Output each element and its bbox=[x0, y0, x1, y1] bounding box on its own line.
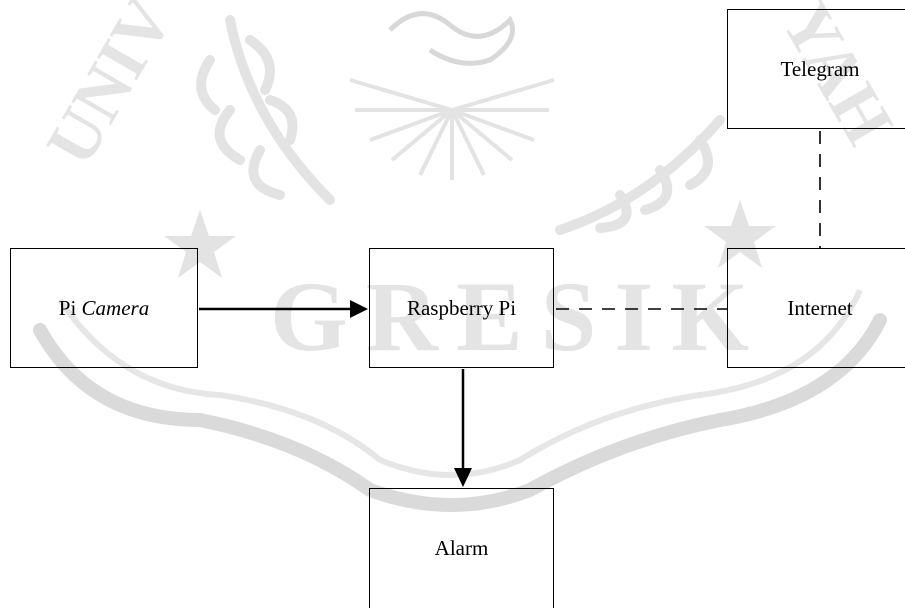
watermark-outer-arc bbox=[33, 313, 887, 512]
watermark-star-left bbox=[164, 210, 236, 278]
node-pi-camera-label: Pi Camera bbox=[59, 296, 149, 321]
node-pi-camera: Pi Camera bbox=[10, 248, 198, 368]
node-internet-label: Internet bbox=[787, 295, 853, 320]
node-telegram: Telegram bbox=[727, 9, 905, 129]
node-pi-camera-label-italic: Camera bbox=[81, 295, 150, 320]
watermark-text-bottom: GRESIK bbox=[270, 261, 767, 372]
node-internet: Internet bbox=[727, 248, 905, 368]
node-alarm-label: Alarm bbox=[434, 536, 489, 560]
node-raspberry-pi-label: Raspberry Pi bbox=[406, 295, 517, 320]
watermark-inner-arc bbox=[57, 288, 863, 478]
node-raspberry-pi: Raspberry Pi bbox=[369, 248, 554, 368]
node-alarm: Alarm bbox=[369, 488, 554, 608]
arrowhead-camera-to-rpi bbox=[350, 300, 368, 318]
watermark-star-right bbox=[704, 200, 776, 268]
watermark-calligraphy bbox=[388, 11, 515, 66]
watermark-left-branch bbox=[225, 15, 335, 205]
arrowhead-rpi-to-alarm bbox=[454, 468, 472, 487]
node-pi-camera-label-plain: Pi bbox=[58, 295, 82, 320]
node-telegram-label: Telegram bbox=[780, 56, 860, 81]
